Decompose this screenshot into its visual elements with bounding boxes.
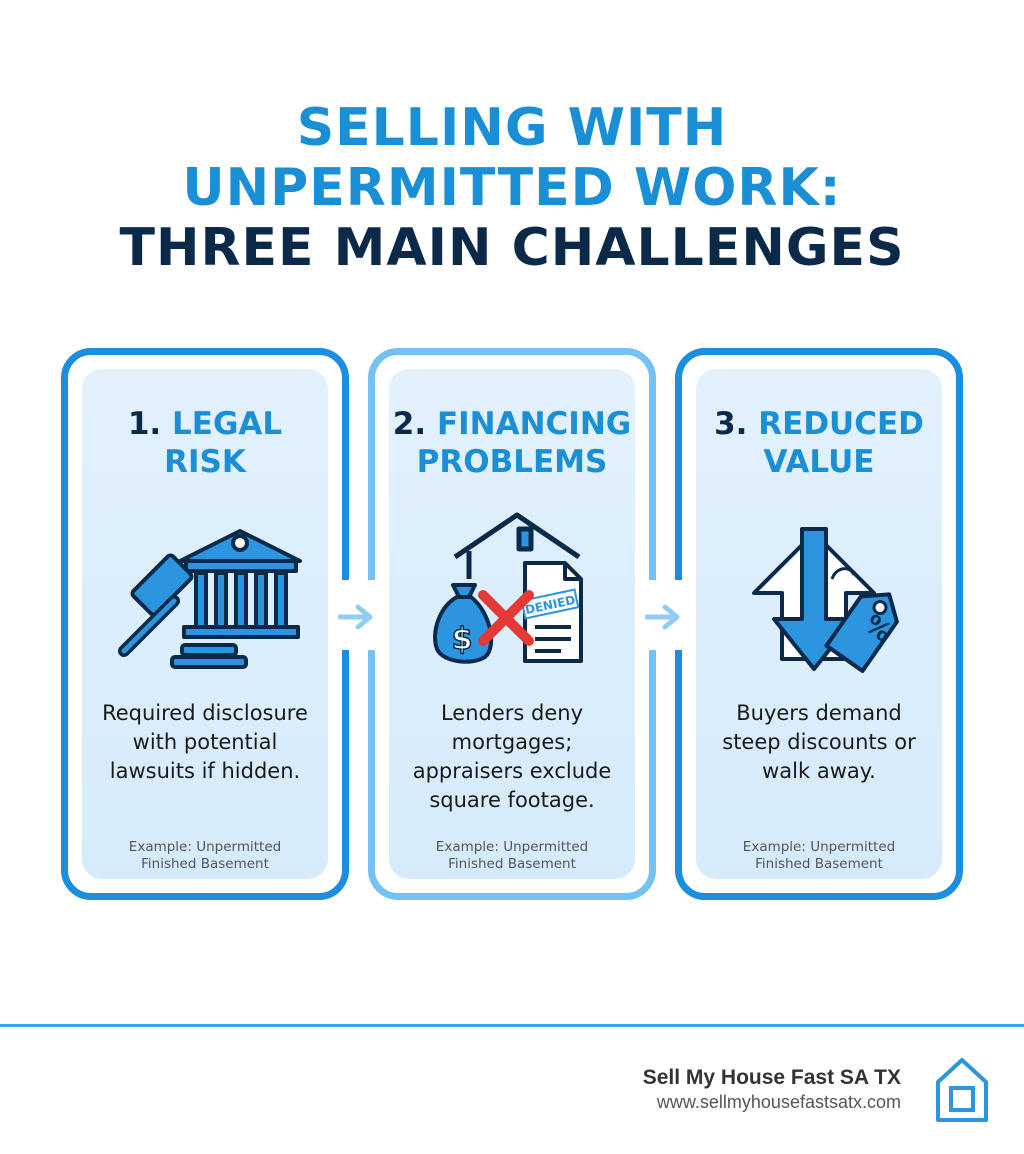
description-line: lawsuits if hidden. (109, 759, 301, 783)
card-inner: 3. REDUCED VALUE % Buyers demand steep d… (696, 369, 942, 879)
description-line: square footage. (429, 788, 595, 812)
brand-name: Sell My House Fast SA TX (642, 1066, 901, 1089)
connector-arrow-icon (645, 604, 680, 630)
card-example: Example: Unpermitted Finished Basement (696, 839, 942, 873)
page-title: SELLING WITH UNPERMITTED WORK: THREE MAI… (0, 98, 1024, 278)
brand-url[interactable]: www.sellmyhousefastsatx.com (656, 1092, 901, 1112)
description-line: steep discounts or (722, 730, 916, 754)
card-inner: 2. FINANCING PROBLEMS DENIED (389, 369, 635, 879)
example-line: Finished Basement (448, 856, 576, 872)
card-number: 2. (392, 406, 427, 442)
card-heading: 1. LEGAL RISK (82, 405, 328, 481)
house-outline-icon (936, 1058, 988, 1122)
example-line: Finished Basement (755, 856, 883, 872)
connector-arrow-icon (338, 604, 373, 630)
gavel-courthouse-icon (118, 529, 302, 669)
card-inner: 1. LEGAL RISK (82, 369, 328, 879)
card-heading-line-1: REDUCED (758, 406, 924, 442)
card-heading-line-1: FINANCING (436, 406, 632, 442)
card-financing-problems: 2. FINANCING PROBLEMS DENIED (368, 348, 656, 900)
card-description: Required disclosure with potential lawsu… (90, 699, 320, 786)
card-heading-line-1: LEGAL (172, 406, 283, 442)
description-line: Required disclosure (102, 701, 308, 725)
description-line: Lenders deny (440, 701, 584, 725)
description-line: Buyers demand (736, 701, 902, 725)
description-line: mortgages; (451, 730, 573, 754)
footer-divider (0, 1024, 1024, 1027)
card-heading-line-2: RISK (164, 444, 246, 480)
description-line: walk away. (762, 759, 876, 783)
example-line: Finished Basement (141, 856, 269, 872)
card-heading-line-2: VALUE (763, 444, 875, 480)
card-reduced-value: 3. REDUCED VALUE % Buyers demand steep d… (675, 348, 963, 900)
card-heading: 2. FINANCING PROBLEMS (389, 405, 635, 481)
example-line: Example: Unpermitted (742, 839, 896, 855)
down-arrow-price-tag-icon: % (752, 527, 899, 673)
svg-text:$: $ (452, 622, 473, 657)
card-description: Lenders deny mortgages; appraisers exclu… (397, 699, 627, 815)
example-line: Example: Unpermitted (435, 839, 589, 855)
card-legal-risk: 1. LEGAL RISK (61, 348, 349, 900)
card-example: Example: Unpermitted Finished Basement (389, 839, 635, 873)
card-number: 3. (714, 406, 748, 442)
example-line: Example: Unpermitted (128, 839, 282, 855)
card-description: Buyers demand steep discounts or walk aw… (704, 699, 934, 786)
card-example: Example: Unpermitted Finished Basement (82, 839, 328, 873)
title-line-1: SELLING WITH (296, 98, 728, 158)
card-heading-line-2: PROBLEMS (416, 444, 608, 480)
description-line: appraisers exclude (412, 759, 612, 783)
card-number: 1. (127, 406, 162, 442)
title-line-3: THREE MAIN CHALLENGES (119, 218, 905, 278)
card-heading: 3. REDUCED VALUE (696, 405, 942, 481)
title-line-2: UNPERMITTED WORK: (182, 158, 842, 218)
house-money-denied-icon: DENIED $ (433, 512, 583, 664)
footer-brand: Sell My House Fast SA TX www.sellmyhouse… (643, 1065, 901, 1113)
description-line: with potential (132, 730, 278, 754)
